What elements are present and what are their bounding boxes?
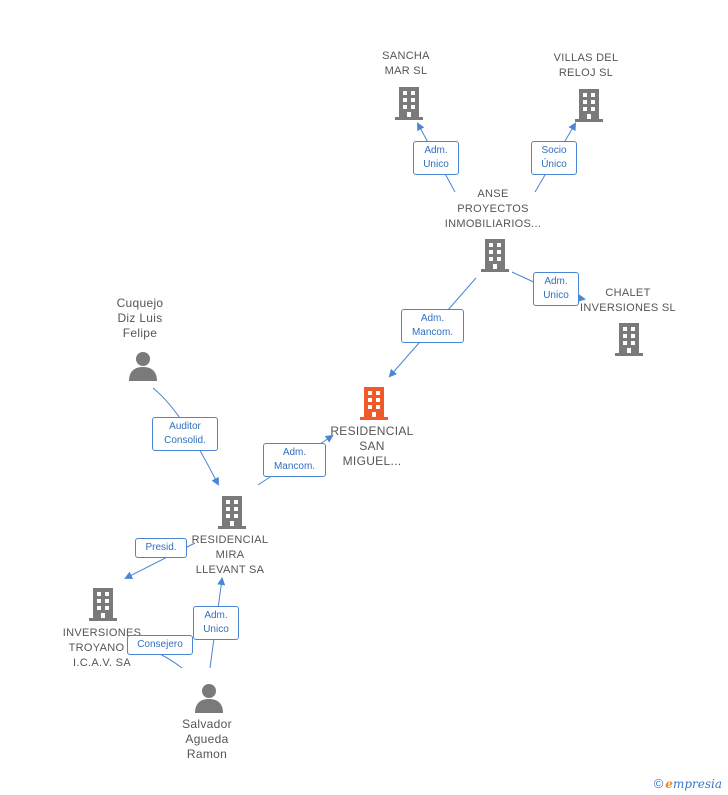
node-label-salvador[interactable]: Salvador Agueda Ramon — [182, 717, 232, 761]
footer-brand[interactable]: ©empresia — [654, 776, 722, 791]
edge-label-socio-unico-villas[interactable]: Socio Único — [531, 141, 577, 175]
company-icon[interactable] — [479, 236, 511, 272]
node-label-chalet[interactable]: CHALET INVERSIONES SL — [580, 287, 676, 314]
edge-label-adm-unico-salvador[interactable]: Adm. Unico — [193, 606, 239, 640]
company-focus-icon[interactable] — [358, 384, 390, 420]
brand-initial: e — [665, 777, 673, 791]
person-icon[interactable] — [127, 350, 159, 382]
edge-label-adm-unico-chalet[interactable]: Adm. Unico — [533, 272, 579, 306]
node-label-residencial-san-miguel[interactable]: RESIDENCIAL SAN MIGUEL... — [330, 424, 414, 468]
company-icon[interactable] — [216, 493, 248, 529]
company-icon[interactable] — [393, 84, 425, 120]
node-label-residencial-mira[interactable]: RESIDENCIAL MIRA LLEVANT SA — [191, 534, 269, 576]
company-icon[interactable] — [613, 320, 645, 356]
edge-label-auditor-consolid[interactable]: Auditor Consolid. — [152, 417, 218, 451]
node-label-anse[interactable]: ANSE PROYECTOS INMOBILIARIOS... — [444, 188, 542, 230]
node-label-cuquejo[interactable]: Cuquejo Diz Luis Felipe — [116, 296, 164, 340]
edge-label-adm-mancom-anse[interactable]: Adm. Mancom. — [401, 309, 464, 343]
brand-name: mpresia — [672, 777, 722, 791]
edge-label-adm-mancom-mira[interactable]: Adm. Mancom. — [263, 443, 326, 477]
node-label-villas[interactable]: VILLAS DEL RELOJ SL — [553, 52, 619, 79]
node-label-sancha[interactable]: SANCHA MAR SL — [382, 50, 430, 77]
company-icon[interactable] — [87, 585, 119, 621]
person-icon[interactable] — [193, 682, 225, 714]
copyright-icon: © — [653, 776, 664, 791]
company-icon[interactable] — [573, 86, 605, 122]
edge-label-adm-unico-sancha[interactable]: Adm. Unico — [413, 141, 459, 175]
edge-label-presid[interactable]: Presid. — [135, 538, 187, 558]
edge-label-consejero[interactable]: Consejero — [127, 635, 193, 655]
